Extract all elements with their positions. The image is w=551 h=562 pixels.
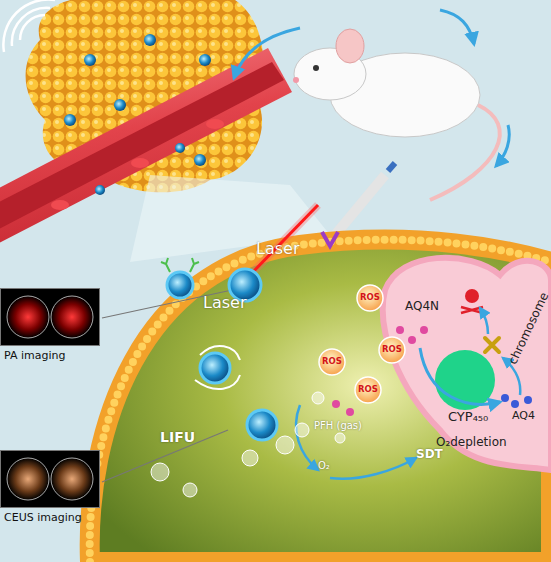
antibody — [161, 258, 199, 272]
ros-bubble: ROS — [318, 348, 346, 376]
aq4n-molecule — [408, 336, 416, 344]
bubble — [295, 423, 309, 437]
ultrasound-wave — [195, 346, 240, 389]
blood-vessel — [0, 48, 292, 245]
nanoparticle — [114, 99, 126, 111]
ros-circle — [355, 377, 381, 403]
image-frame — [0, 450, 100, 508]
ultrasound-wave — [3, 0, 55, 52]
flow-arrow — [496, 125, 509, 166]
laser-beam — [250, 205, 318, 275]
annotation-label: Laser — [203, 294, 246, 312]
annotation-label: Laser — [256, 240, 299, 258]
aq4n-molecule — [346, 408, 354, 416]
nanoparticle — [194, 154, 206, 166]
syringe-plunger — [388, 163, 395, 171]
nanoparticle — [199, 54, 211, 66]
bubble — [276, 436, 294, 454]
nanoparticle — [64, 114, 76, 126]
cell-membrane — [90, 240, 551, 562]
laser-glow — [250, 205, 318, 275]
ros-circle — [357, 285, 383, 311]
image-spot — [7, 458, 49, 500]
mouse-tail — [430, 105, 500, 200]
image-background — [1, 289, 100, 346]
ros-label: ROS — [378, 345, 406, 354]
chromosome-icon — [485, 338, 499, 352]
imaging-panel: PA imaging — [0, 288, 102, 368]
nanoparticle — [175, 143, 185, 153]
bubble — [335, 433, 345, 443]
nanoparticle — [84, 54, 96, 66]
aq4n-molecule — [420, 326, 428, 334]
panel-label: CEUS imaging — [4, 512, 82, 524]
annotation-label: O₂depletion — [436, 436, 507, 449]
blood-cell — [131, 158, 149, 168]
flow-arrow — [440, 10, 474, 44]
syringe — [335, 175, 385, 235]
flow-arrow — [296, 405, 318, 470]
annotation-label: AQ4N — [405, 300, 439, 313]
aq4-molecule — [511, 400, 519, 408]
panel-label: PA imaging — [4, 350, 65, 362]
image-background — [1, 451, 100, 508]
ros-label: ROS — [354, 385, 382, 394]
ros-circle — [379, 337, 405, 363]
bubble — [183, 483, 197, 497]
lipid-heads — [90, 240, 551, 562]
crossbones — [461, 307, 483, 313]
image-spot — [51, 296, 93, 338]
mouse-ear — [336, 29, 364, 63]
annotation-label: chromosome — [507, 290, 551, 366]
nanoparticle — [95, 185, 105, 195]
flow-arrow — [480, 308, 488, 334]
ros-label: ROS — [356, 293, 384, 302]
annotation-label: LIFU — [160, 430, 195, 445]
ros-bubble: ROS — [378, 336, 406, 364]
mouse-nose — [293, 77, 299, 83]
aq4n-molecule — [332, 400, 340, 408]
blood-cell — [206, 119, 224, 129]
ros-label: ROS — [318, 357, 346, 366]
leader-line — [102, 430, 228, 482]
image-spot — [7, 296, 49, 338]
ros-bubble: ROS — [356, 284, 384, 312]
skull-icon — [465, 289, 479, 303]
vessel-lumen — [0, 62, 284, 231]
flow-arrow — [420, 348, 500, 404]
aq4-molecule — [501, 394, 509, 402]
nucleus — [383, 258, 551, 470]
nanoparticle — [200, 353, 230, 383]
image-spot — [51, 458, 93, 500]
receptor — [322, 232, 338, 246]
imaging-panel: CEUS imaging — [0, 450, 102, 532]
annotation-label: O₂ — [318, 460, 330, 471]
annotation-label: AQ4 — [512, 410, 535, 422]
ros-bubble: ROS — [354, 376, 382, 404]
bubble — [151, 463, 169, 481]
bubble — [242, 450, 258, 466]
flow-arrow — [330, 458, 416, 479]
aq4n-molecule — [396, 326, 404, 334]
blood-cell — [51, 200, 69, 210]
ros-circle — [319, 349, 345, 375]
nanoparticle — [144, 34, 156, 46]
mouse-eye — [313, 65, 319, 71]
bubble — [312, 392, 324, 404]
aq4-molecule — [524, 396, 532, 404]
nanoparticle — [247, 410, 277, 440]
image-frame — [0, 288, 100, 346]
nanoparticle — [167, 272, 193, 298]
annotation-label: CYP₄₅₀ — [448, 410, 488, 424]
annotation-label: PFH (gas) — [314, 420, 362, 431]
annotation-label: SDT — [416, 448, 443, 461]
flow-arrow — [234, 28, 300, 78]
